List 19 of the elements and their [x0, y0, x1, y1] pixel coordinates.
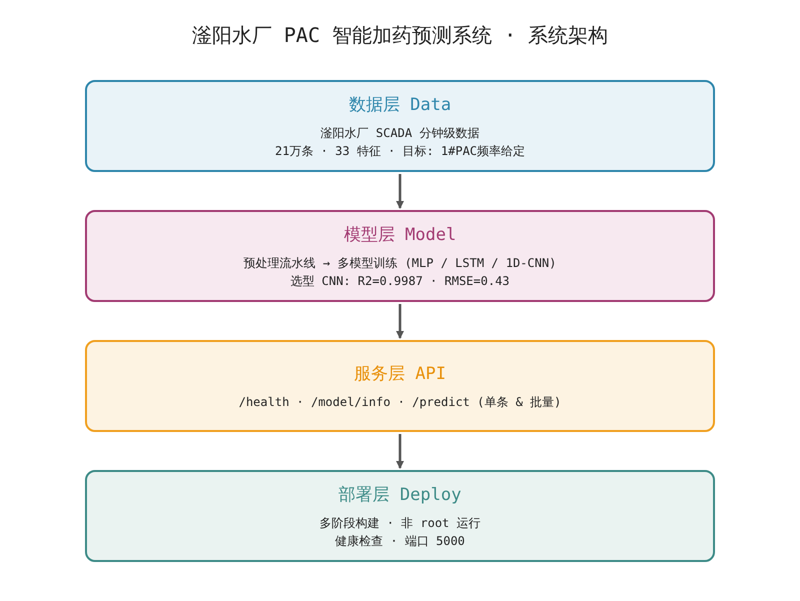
layer-description: 选型 CNN: R2=0.9987 · RMSE=0.43	[290, 272, 510, 289]
layer-box	[85, 470, 715, 562]
layer-box	[85, 210, 715, 302]
layer-description: 21万条 · 33 特征 · 目标: 1#PAC频率给定	[274, 142, 526, 159]
arrow	[396, 304, 404, 339]
arrow	[396, 174, 404, 209]
diagram-title: 滏阳水厂 PAC 智能加药预测系统 · 系统架构	[192, 22, 608, 49]
layer-description: 滏阳水厂 SCADA 分钟级数据	[320, 124, 480, 141]
layer-heading: 数据层 Data	[348, 94, 452, 118]
arrow	[396, 434, 404, 469]
layer-heading: 服务层 API	[354, 363, 446, 386]
layer-box	[85, 340, 715, 432]
layer-description: 预处理流水线 → 多模型训练 (MLP / LSTM / 1D-CNN)	[244, 254, 556, 271]
layer-description: 多阶段构建 · 非 root 运行	[319, 514, 481, 531]
layer-description: 健康检查 · 端口 5000	[335, 532, 465, 549]
layer-description: /health · /model/info · /predict (单条 & 批量)	[238, 394, 562, 410]
layer-heading: 模型层 Model	[344, 224, 456, 248]
layer-box	[85, 80, 715, 172]
layer-heading: 部署层 Deploy	[338, 484, 462, 508]
